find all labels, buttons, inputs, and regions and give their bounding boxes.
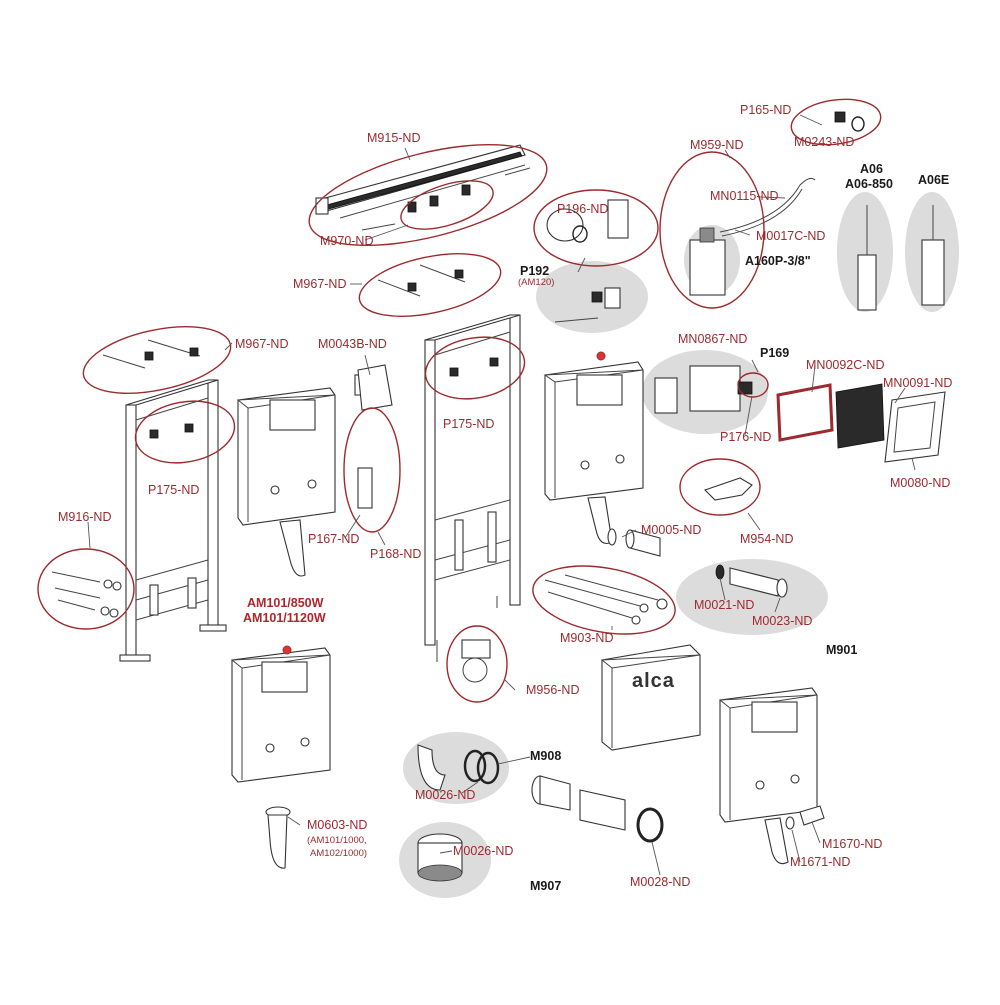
m915-rail [315, 144, 526, 219]
label-p192-note: (AM120) [518, 277, 555, 288]
model-title-1120: AM101/1120W [243, 611, 326, 625]
label-mn0115: MN0115-ND [710, 189, 779, 203]
label-m0603-note2: AM102/1000) [310, 848, 368, 859]
pipes [265, 528, 825, 882]
label-m907: M907 [530, 879, 562, 893]
label-p169: P169 [760, 346, 790, 360]
a06-shade [837, 192, 893, 312]
label-m908: M908 [530, 749, 562, 763]
label-m967-left: M967-ND [235, 337, 289, 351]
label-m0243: M0243-ND [794, 135, 855, 149]
flush-plates [776, 383, 946, 463]
p196-p192-parts [546, 199, 629, 323]
alca-box [600, 644, 701, 751]
m901-group-shade [676, 559, 828, 635]
label-p165: P165-ND [740, 103, 792, 117]
callout-rings [37, 98, 882, 703]
label-m0023: M0023-ND [752, 614, 813, 628]
label-a160p: A160P-3/8" [745, 254, 811, 268]
label-m1671: M1671-ND [790, 855, 851, 869]
label-mn0092c: MN0092C-ND [806, 358, 885, 372]
label-m0017c: M0017C-ND [756, 229, 826, 243]
cistern-top-left [236, 387, 336, 577]
alca-logo: alca [632, 670, 675, 692]
label-m0021: M0021-ND [694, 598, 755, 612]
m903-rods [544, 574, 668, 625]
model-title-850: AM101/850W [247, 596, 324, 610]
label-p175-left: P175-ND [148, 483, 200, 497]
bolts-top [102, 167, 531, 439]
label-m0026-b: M0026-ND [453, 844, 514, 858]
left-frame [119, 379, 227, 662]
label-m0026-a: M0026-ND [415, 788, 476, 802]
label-m916: M916-ND [58, 510, 112, 524]
label-m0603: M0603-ND [307, 818, 368, 832]
valves [689, 111, 945, 311]
label-p175-mid: P175-ND [443, 417, 495, 431]
label-m954: M954-ND [740, 532, 794, 546]
label-m901: M901 [826, 643, 858, 657]
m916-bolts [51, 571, 122, 618]
label-m915: M915-ND [367, 131, 421, 145]
leader-lines [87, 114, 916, 876]
label-m0043b: M0043B-ND [318, 337, 387, 351]
cistern-bottom-left [230, 645, 331, 783]
label-m0028: M0028-ND [630, 875, 691, 889]
label-m970: M970-ND [320, 234, 374, 248]
label-m959: M959-ND [690, 138, 744, 152]
cistern-top-right [543, 351, 644, 545]
misc-parts [354, 364, 753, 683]
label-m0005: M0005-ND [641, 523, 702, 537]
label-a06e: A06E [918, 173, 950, 187]
label-m0080: M0080-ND [890, 476, 951, 490]
label-p167: P167-ND [308, 532, 360, 546]
label-a06: A06 [860, 162, 883, 176]
label-p196: P196-ND [557, 202, 609, 216]
label-a06-850: A06-850 [845, 177, 893, 191]
cistern-bottom-right [718, 687, 818, 865]
label-mn0867: MN0867-ND [678, 332, 748, 346]
label-m967-top: M967-ND [293, 277, 347, 291]
label-m0603-note1: (AM101/1000, [307, 835, 367, 846]
label-mn0091: MN0091-ND [883, 376, 953, 390]
label-p176: P176-ND [720, 430, 772, 444]
label-p168: P168-ND [370, 547, 422, 561]
label-p192: P192 [520, 264, 550, 278]
middle-frame [424, 314, 521, 662]
label-m1670: M1670-ND [822, 837, 883, 851]
label-m956: M956-ND [526, 683, 580, 697]
label-m903: M903-ND [560, 631, 614, 645]
